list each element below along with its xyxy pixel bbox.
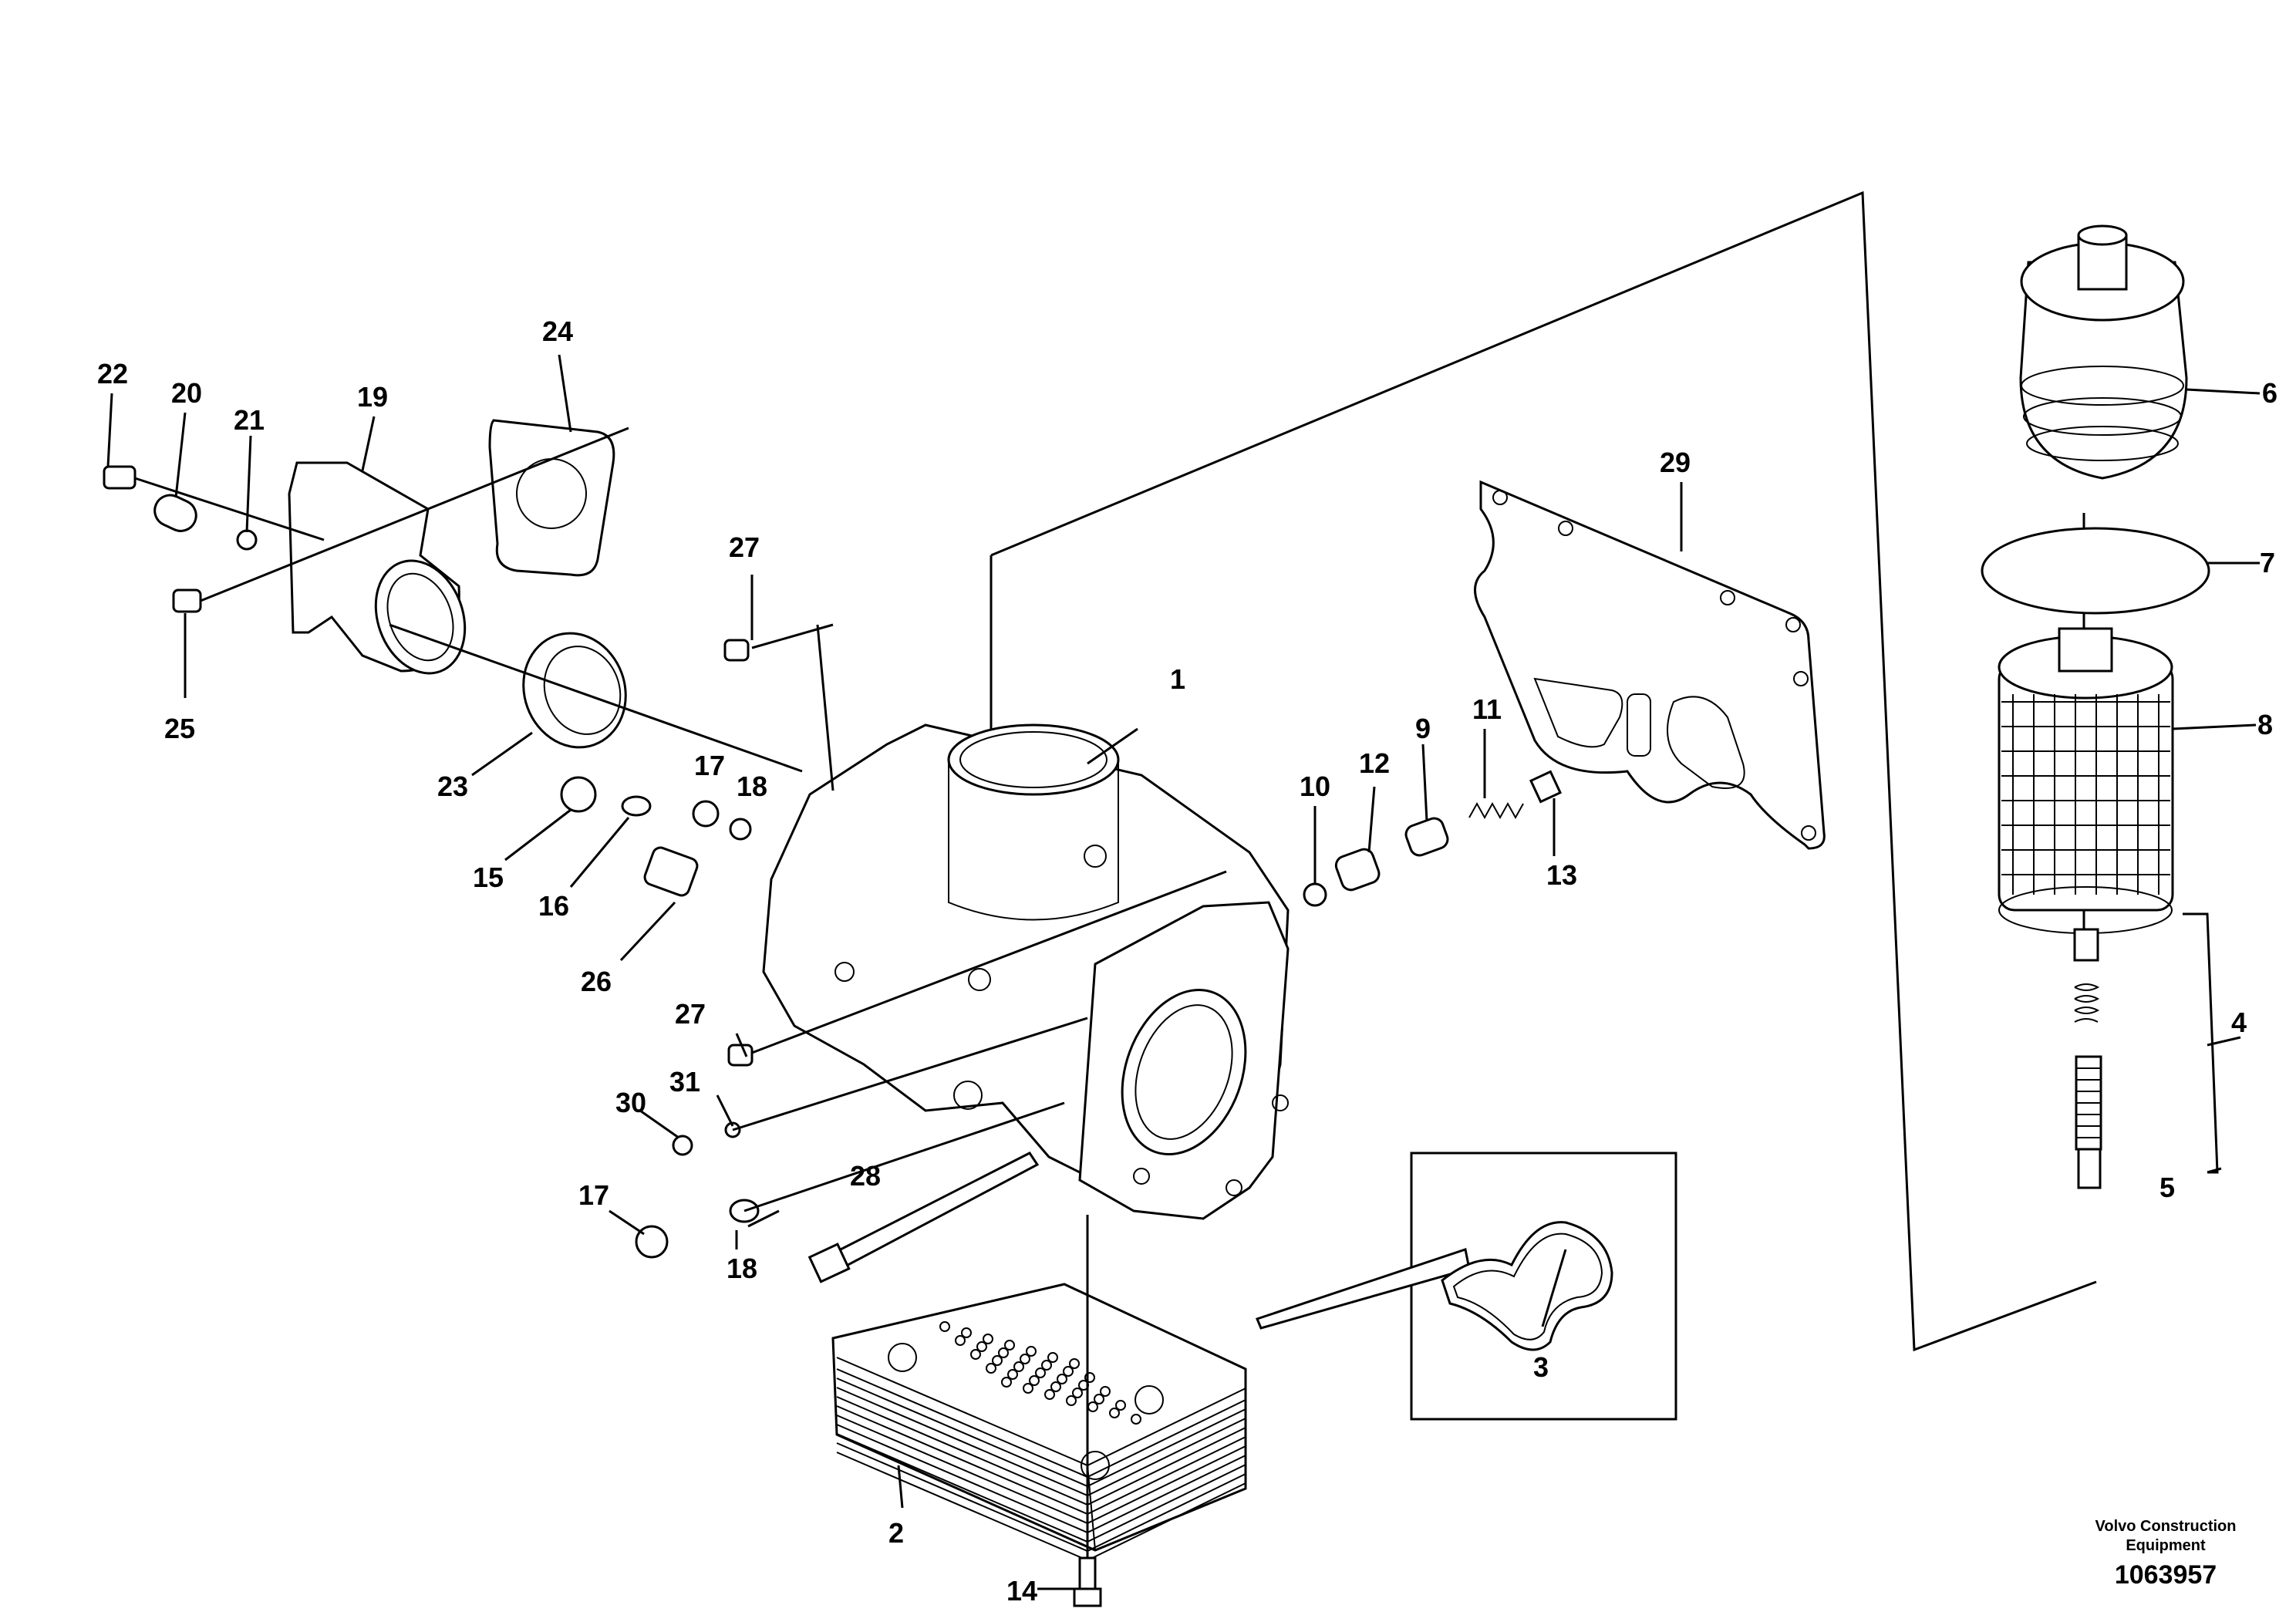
gasket-29 (1474, 480, 1826, 850)
label-26: 26 (581, 966, 612, 997)
label-30: 30 (615, 1087, 646, 1118)
label-13: 13 (1546, 859, 1577, 891)
filter-element-8 (1998, 627, 2174, 934)
label-5: 5 (2159, 1172, 2175, 1203)
label-27a: 27 (729, 531, 760, 563)
detail-box-3 (1255, 1152, 1677, 1421)
label-27b: 27 (675, 998, 706, 1030)
label-3: 3 (1533, 1351, 1549, 1383)
label-7: 7 (2260, 547, 2275, 578)
label-19: 19 (357, 381, 388, 413)
o-ring-7 (1981, 527, 2210, 615)
credit-company: Volvo Construction (2095, 1518, 2237, 1535)
filter-cap-6 (2019, 224, 2188, 480)
label-9: 9 (1415, 713, 1431, 744)
figure-number: 1063957 (2115, 1560, 2217, 1590)
label-23: 23 (437, 771, 468, 802)
label-4: 4 (2231, 1007, 2247, 1038)
label-17b: 17 (578, 1179, 609, 1211)
label-24: 24 (542, 315, 573, 347)
left-parts (103, 419, 803, 773)
credit-subtitle: Equipment (2126, 1537, 2206, 1554)
label-20: 20 (171, 377, 202, 409)
credit-block: Volvo Construction Equipment 1063957 (2095, 1518, 2237, 1590)
label-29: 29 (1660, 447, 1691, 478)
label-14: 14 (1006, 1575, 1037, 1607)
valve-parts-4-5 (2073, 928, 2102, 1189)
label-15: 15 (473, 862, 504, 893)
small-fittings (560, 623, 1227, 1259)
label-11: 11 (1472, 693, 1502, 725)
bolt-14 (1073, 1215, 1102, 1607)
bolt-28 (807, 1152, 1040, 1283)
label-18b: 18 (727, 1253, 757, 1284)
label-22: 22 (97, 358, 128, 389)
leader-lines (106, 354, 2261, 1590)
label-25: 25 (164, 713, 195, 744)
label-31: 31 (669, 1066, 700, 1098)
filter-housing-1 (762, 723, 1290, 1220)
label-16: 16 (538, 890, 569, 922)
label-10: 10 (1300, 771, 1330, 802)
label-21: 21 (234, 404, 265, 436)
label-6: 6 (2262, 377, 2277, 409)
label-18a: 18 (737, 771, 767, 802)
part-labels: 1 2 3 4 5 6 7 8 9 10 11 12 13 14 15 16 1… (97, 315, 2277, 1607)
label-17a: 17 (694, 750, 725, 781)
label-28: 28 (850, 1160, 881, 1192)
label-1: 1 (1170, 663, 1185, 695)
label-8: 8 (2257, 709, 2273, 740)
valve-parts-9-13 (1303, 770, 1563, 907)
label-12: 12 (1359, 747, 1390, 779)
label-2: 2 (888, 1517, 904, 1549)
